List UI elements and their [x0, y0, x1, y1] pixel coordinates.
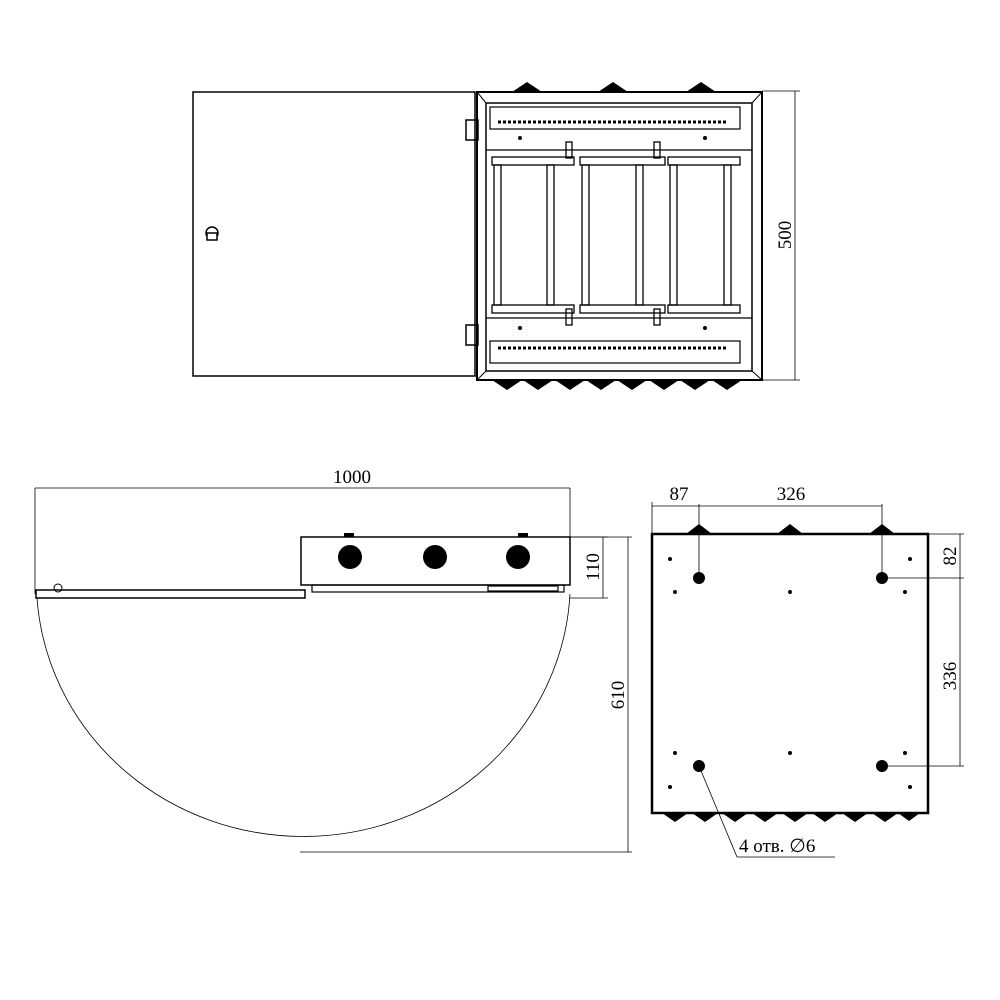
cabinet-inner: [485, 102, 753, 372]
door-swing-arc: [36, 593, 571, 837]
dimension-width: [34, 487, 571, 594]
dimension-back: [651, 502, 964, 767]
door-lock-icon: [205, 226, 219, 241]
dimension-1000-label: 1000: [333, 467, 371, 488]
door-plate: [35, 589, 306, 599]
holes-callout-label: 4 отв. ∅6: [739, 836, 815, 857]
back-view: 87 326 82 336 4 отв. ∅6: [650, 484, 964, 858]
open-door: [192, 91, 476, 377]
dimension-500-label: 500: [775, 221, 796, 250]
dimension-110-label: 110: [583, 553, 604, 581]
cable-entries-bottom: [492, 380, 742, 390]
terminal-rail-top: [489, 106, 741, 130]
cabinet-frame: [476, 91, 763, 381]
dimension-depth: [300, 536, 632, 853]
module-frames: [486, 141, 752, 326]
callout-leader: [698, 765, 835, 858]
dimension-610-label: 610: [608, 681, 629, 710]
cable-entries-top: [512, 82, 716, 92]
terminal-rail-bottom: [489, 340, 741, 364]
cable-entries-back-top: [686, 524, 895, 534]
mounting-holes: [693, 572, 888, 772]
dimension-336-label: 336: [940, 662, 961, 691]
dimension-326-label: 326: [777, 484, 806, 505]
dimension-height: [762, 90, 800, 381]
side-view: 1000 110 610: [34, 467, 632, 853]
rivet-dots: [668, 557, 912, 789]
glands-side: [338, 533, 530, 569]
front-view: 500: [192, 82, 800, 390]
cable-entries-back-bottom: [662, 813, 920, 822]
dimension-82-label: 82: [940, 547, 961, 566]
dimension-87-label: 87: [670, 484, 689, 505]
